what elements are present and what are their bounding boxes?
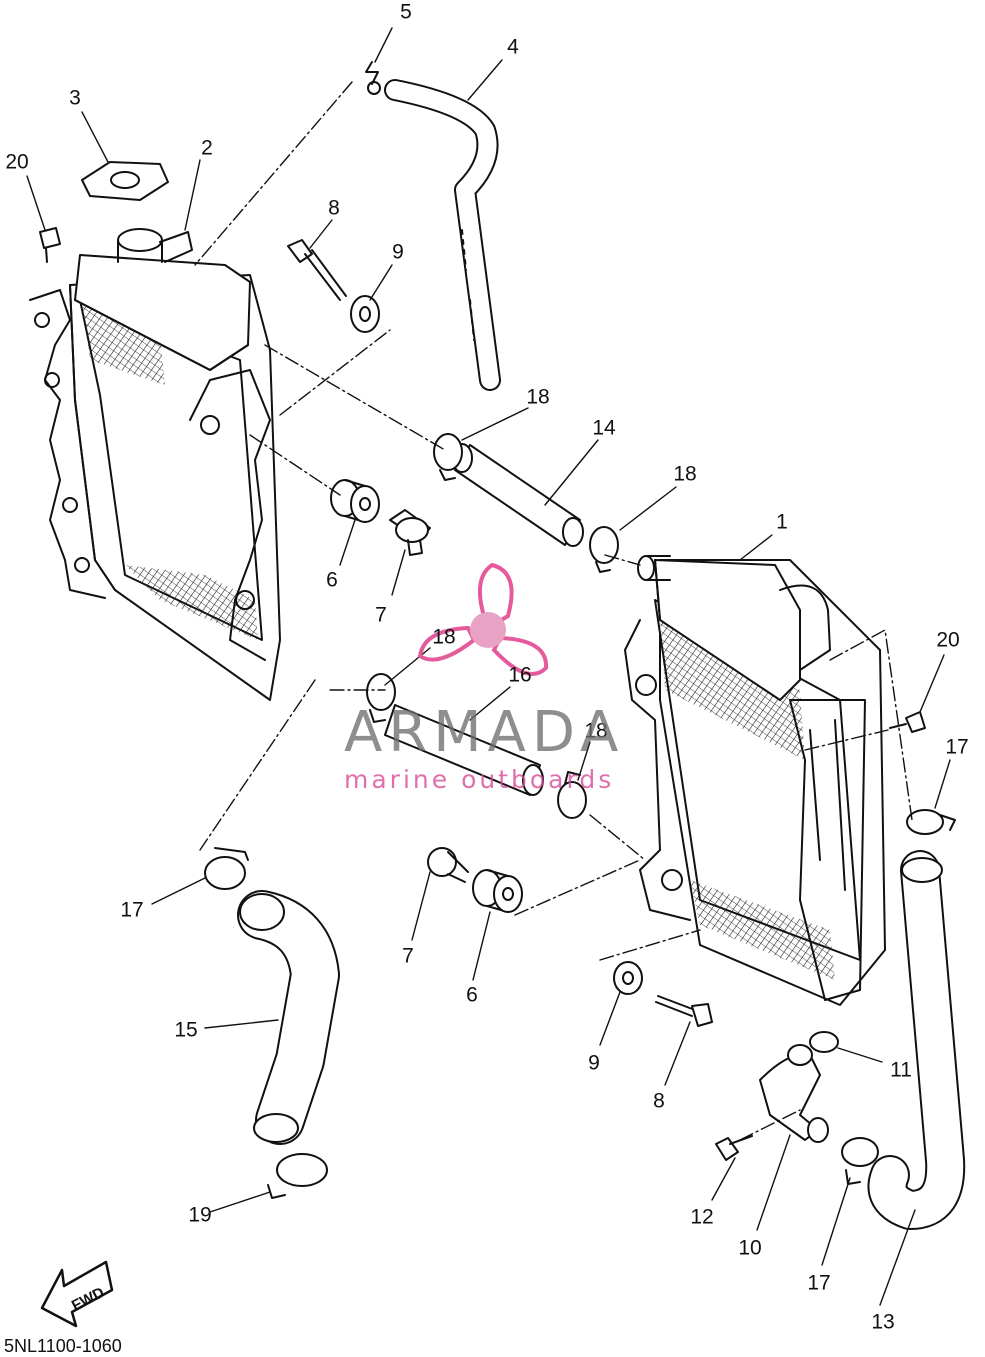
callout-9b: 9	[588, 1051, 600, 1075]
callout-15: 15	[174, 1018, 198, 1042]
callout-9a: 9	[392, 240, 404, 264]
right-radiator-inlet	[637, 555, 671, 581]
bolt-left	[39, 227, 61, 263]
bolt-lower	[655, 995, 713, 1027]
callout-6a: 6	[326, 568, 338, 592]
callout-18b: 18	[673, 462, 697, 486]
callout-20a: 20	[5, 150, 29, 174]
grommet-lower	[472, 869, 523, 913]
clamp-hose-upper	[204, 847, 249, 890]
clip	[365, 61, 381, 95]
callout-17b: 17	[945, 735, 969, 759]
callout-3: 3	[69, 86, 81, 110]
callout-19: 19	[188, 1203, 212, 1227]
callout-16: 16	[508, 663, 532, 687]
breather-hose	[384, 79, 501, 391]
callout-5: 5	[400, 0, 412, 24]
collar-left	[389, 509, 431, 556]
collar-lower	[427, 847, 469, 883]
callout-20b: 20	[936, 628, 960, 652]
diagram-code: 5NL1100-1060	[4, 1336, 122, 1356]
callout-18d: 18	[584, 719, 608, 743]
radiator-cap	[81, 161, 169, 201]
callout-13: 13	[871, 1310, 895, 1334]
callout-12: 12	[690, 1205, 714, 1229]
callout-2: 2	[201, 136, 213, 160]
clamp-hose-lower	[267, 1153, 328, 1199]
left-lower-hose	[237, 890, 340, 1145]
right-radiator	[624, 559, 886, 1006]
callout-11: 11	[890, 1058, 912, 1082]
washer-lower	[613, 961, 643, 995]
grommet-left	[330, 479, 380, 523]
callout-4: 4	[507, 35, 519, 59]
watermark-tagline: marine outboards	[344, 765, 615, 794]
bolt-right	[889, 711, 926, 733]
callout-18a: 18	[526, 385, 550, 409]
clamp-right	[906, 809, 956, 835]
callout-7b: 7	[402, 944, 414, 968]
armada-logo-icon	[417, 562, 549, 676]
pipe-fitting	[759, 1044, 829, 1143]
left-radiator	[29, 274, 281, 701]
callout-6b: 6	[466, 983, 478, 1007]
clamp-lower-b	[557, 771, 587, 819]
callout-17a: 17	[120, 898, 144, 922]
callout-8b: 8	[653, 1089, 665, 1113]
callout-8a: 8	[328, 196, 340, 220]
callout-10: 10	[738, 1236, 762, 1260]
lower-hose	[384, 704, 544, 796]
watermark-brand: ARMADA	[344, 700, 625, 765]
callout-14: 14	[592, 416, 616, 440]
clamp-fitting	[841, 1137, 879, 1185]
callout-17c: 17	[807, 1271, 831, 1295]
bolt-upper	[287, 239, 347, 301]
leader-lines	[26, 27, 951, 1306]
o-ring	[809, 1031, 839, 1053]
assembly-lines	[194, 81, 913, 1141]
right-lower-hose	[867, 850, 966, 1230]
bolt-fitting	[715, 1135, 753, 1161]
callout-18c: 18	[432, 625, 456, 649]
washer-upper	[350, 295, 380, 333]
clamp-upper-a	[433, 433, 463, 481]
fwd-arrow	[40, 1260, 114, 1328]
left-radiator-tank	[74, 228, 251, 371]
clamp-upper-b	[589, 526, 619, 573]
callout-7a: 7	[375, 603, 387, 627]
callout-1: 1	[776, 510, 788, 534]
upper-hose	[451, 443, 584, 547]
